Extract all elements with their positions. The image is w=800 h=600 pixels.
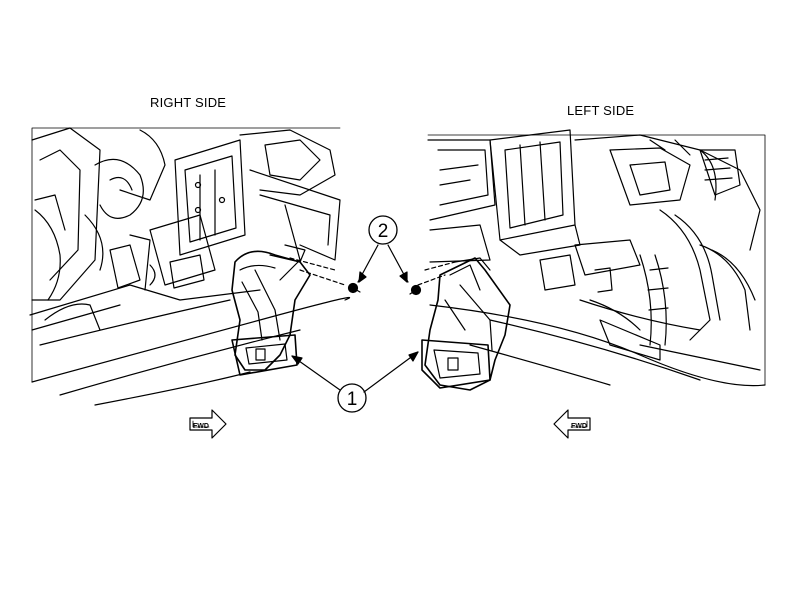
fwd-arrow-right xyxy=(189,409,227,439)
left-side-view xyxy=(409,129,766,439)
left-screw xyxy=(409,284,422,296)
callout-leaders xyxy=(291,244,419,393)
callout-number-2: 2 xyxy=(378,221,389,242)
right-screw xyxy=(347,282,361,294)
callout-number-1: 1 xyxy=(347,389,358,410)
callout-circle-2 xyxy=(368,215,398,245)
right-side-view xyxy=(29,127,361,439)
fwd-arrow-left xyxy=(553,409,591,439)
left-side-title: LEFT SIDE xyxy=(567,103,635,118)
callout-circle-1 xyxy=(337,383,367,413)
fwd-text-left: FWD xyxy=(571,423,587,430)
fwd-text-right: FWD xyxy=(193,423,209,430)
right-side-title: RIGHT SIDE xyxy=(150,95,227,110)
right-duct xyxy=(231,250,311,371)
